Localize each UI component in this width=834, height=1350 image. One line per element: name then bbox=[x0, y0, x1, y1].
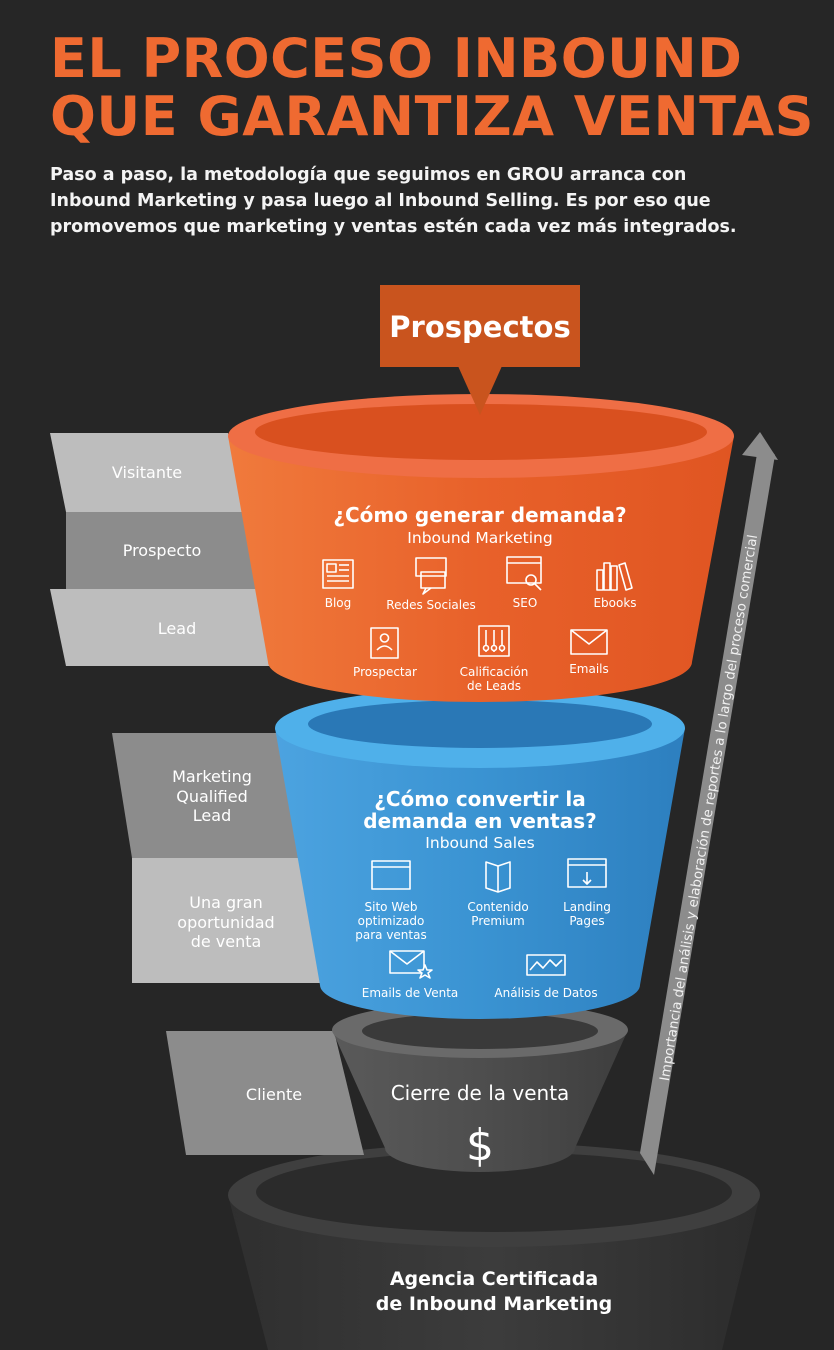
stage-oportunidad-line-3: de venta bbox=[190, 932, 262, 951]
arrow-up-icon bbox=[640, 432, 778, 1175]
prospectos-label: Prospectos bbox=[389, 310, 571, 344]
funnel-mid-question-line-2: demanda en ventas? bbox=[363, 809, 597, 833]
stage-mql: Marketing Qualified Lead bbox=[134, 767, 290, 826]
base-label: Agencia Certificada de Inbound Marketing bbox=[294, 1267, 694, 1317]
funnel-mid-subtitle: Inbound Sales bbox=[425, 834, 535, 852]
stage-visitante: Visitante bbox=[111, 463, 183, 482]
funnel-mid-question-line-1: ¿Cómo convertir la bbox=[374, 787, 586, 811]
stage-lead: Lead bbox=[157, 619, 197, 638]
label-contenido-line-1: Contenido bbox=[467, 900, 529, 914]
label-landing-line-1: Landing bbox=[563, 900, 611, 914]
funnel-top-subtitle: Inbound Marketing bbox=[407, 529, 553, 547]
label-calificacion-line-2: de Leads bbox=[467, 679, 521, 693]
page-title: EL PROCESO INBOUND QUE GARANTIZA VENTAS bbox=[50, 30, 820, 146]
label-sitio-web: Sito Web optimizado para ventas bbox=[336, 900, 446, 942]
dollar-icon: $ bbox=[466, 1120, 494, 1171]
stage-oportunidad-line-2: oportunidad bbox=[177, 912, 275, 932]
funnel-low-body bbox=[332, 1030, 628, 1172]
news-icon bbox=[322, 559, 354, 589]
chart-line-icon bbox=[526, 954, 566, 976]
label-calificacion: Calificación de Leads bbox=[444, 665, 544, 693]
label-seo: SEO bbox=[512, 596, 538, 610]
label-landing-line-2: Pages bbox=[569, 914, 605, 928]
open-book-icon bbox=[485, 861, 511, 893]
label-blog: Blog bbox=[324, 596, 352, 610]
intro-line-3: promovemos que marketing y ventas estén … bbox=[50, 217, 737, 237]
funnel-low-label: Cierre de la venta bbox=[390, 1081, 570, 1105]
intro-text: Paso a paso, la metodología que seguimos… bbox=[50, 162, 810, 240]
stage-oportunidad: Una gran oportunidad de venta bbox=[148, 893, 304, 952]
base-label-line-2: de Inbound Marketing bbox=[375, 1293, 613, 1315]
funnel-mid-question: ¿Cómo convertir la demanda en ventas? bbox=[280, 788, 680, 832]
stage-mql-line-3: Lead bbox=[192, 806, 232, 825]
stage-mql-line-1: Marketing bbox=[172, 767, 252, 786]
stage-band-prospecto bbox=[66, 512, 262, 589]
label-calificacion-line-1: Calificación bbox=[459, 665, 529, 679]
funnel-top-question: ¿Cómo generar demanda? bbox=[333, 503, 627, 527]
envelope-star-icon bbox=[389, 950, 433, 979]
stage-cliente: Cliente bbox=[245, 1085, 303, 1104]
title-line-1: EL PROCESO INBOUND bbox=[50, 27, 743, 90]
label-ebooks: Ebooks bbox=[593, 596, 637, 610]
label-landing-pages: Landing Pages bbox=[547, 900, 627, 928]
download-window-icon bbox=[567, 858, 607, 888]
label-prospectar: Prospectar bbox=[353, 665, 417, 679]
stage-band-oportunidad bbox=[132, 858, 320, 983]
intro-line-1: Paso a paso, la metodología que seguimos… bbox=[50, 165, 687, 185]
stage-band-mql bbox=[112, 733, 300, 858]
chat-icon bbox=[415, 557, 447, 595]
prospectos-callout bbox=[380, 285, 580, 415]
stage-band-cliente bbox=[166, 1031, 364, 1155]
browser-icon bbox=[371, 860, 411, 890]
label-sitio-web-line-1: Sito Web bbox=[364, 900, 418, 914]
label-redes-sociales: Redes Sociales bbox=[386, 598, 476, 612]
profile-card-icon bbox=[370, 627, 399, 659]
label-emails: Emails bbox=[569, 662, 609, 676]
intro-line-2: Inbound Marketing y pasa luego al Inboun… bbox=[50, 191, 711, 211]
stage-band-visitante bbox=[50, 433, 252, 512]
books-icon bbox=[596, 562, 633, 591]
base-label-line-1: Agencia Certificada bbox=[389, 1268, 599, 1290]
label-contenido-premium: Contenido Premium bbox=[448, 900, 548, 928]
label-contenido-line-2: Premium bbox=[471, 914, 525, 928]
label-analisis-datos: Análisis de Datos bbox=[494, 986, 598, 1000]
title-line-2: QUE GARANTIZA VENTAS bbox=[50, 85, 814, 148]
stage-oportunidad-line-1: Una gran bbox=[189, 893, 263, 912]
envelope-icon bbox=[570, 629, 608, 655]
label-emails-venta: Emails de Venta bbox=[361, 986, 459, 1000]
stage-band-lead bbox=[50, 589, 272, 666]
funnel-mid-body bbox=[275, 728, 685, 1019]
sliders-icon bbox=[478, 625, 510, 657]
stage-mql-line-2: Qualified bbox=[176, 786, 248, 806]
label-sitio-web-line-2: optimizado bbox=[357, 914, 425, 928]
label-sitio-web-line-3: para ventas bbox=[355, 928, 427, 942]
search-window-icon bbox=[506, 556, 542, 591]
stage-prospecto: Prospecto bbox=[122, 541, 202, 560]
